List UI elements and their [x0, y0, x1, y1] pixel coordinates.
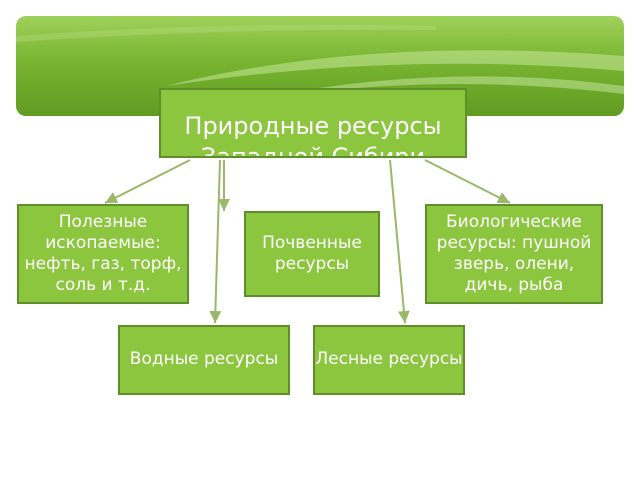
node-forest: Лесные ресурсы [313, 325, 465, 395]
node-minerals: Полезные ископаемые: нефть, газ, торф, с… [17, 204, 189, 304]
node-water-label: Водные ресурсы [129, 349, 279, 370]
banner-swoosh-decoration [16, 24, 624, 101]
root-node-label: Природные ресурсы Западной Сибири [184, 111, 442, 158]
node-water: Водные ресурсы [118, 325, 290, 395]
node-minerals-label: Полезные ископаемые: нефть, газ, торф, с… [24, 211, 182, 296]
arrow-to-bio [424, 159, 511, 204]
root-node: Природные ресурсы Западной Сибири [159, 88, 467, 158]
arrow-to-forest [389, 159, 410, 324]
node-bio: Биологические ресурсы: пушной зверь, оле… [425, 204, 603, 304]
node-bio-label: Биологические ресурсы: пушной зверь, оле… [436, 211, 592, 296]
node-soil-label: Почвенные ресурсы [262, 232, 362, 274]
arrow-to-minerals [104, 159, 191, 204]
arrow-to-water [209, 159, 222, 324]
node-soil: Почвенные ресурсы [244, 211, 380, 297]
node-forest-label: Лесные ресурсы [315, 349, 463, 370]
